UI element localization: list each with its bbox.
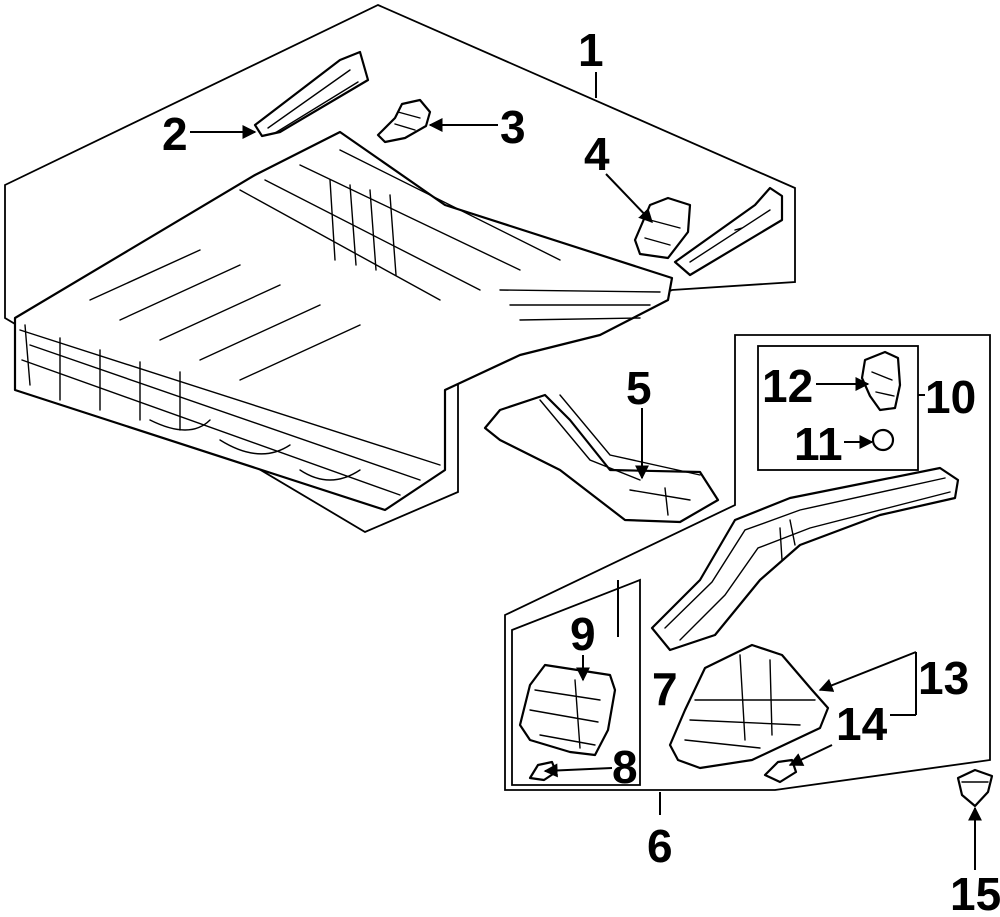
grommet-part-15[interactable] — [956, 768, 994, 808]
callout-14: 14 — [836, 698, 888, 750]
floor-rail-part-2[interactable] — [253, 50, 370, 138]
assembly-frame-6 — [504, 334, 991, 791]
callout-1: 1 — [578, 24, 604, 76]
callout-10: 10 — [925, 371, 976, 423]
bracket-part-4[interactable] — [633, 196, 692, 260]
plug-part-11[interactable] — [871, 428, 895, 452]
callout-8: 8 — [612, 741, 638, 793]
callout-2: 2 — [162, 108, 188, 160]
bracket-part-12[interactable] — [860, 350, 902, 412]
callout-13: 13 — [918, 652, 969, 704]
callout-5: 5 — [626, 362, 652, 414]
leader-lines — [190, 72, 982, 870]
callout-12: 12 — [762, 360, 813, 412]
callout-15: 15 — [950, 868, 1000, 917]
bracket-part-3[interactable] — [376, 98, 432, 144]
assembly-frame-10 — [757, 345, 919, 471]
callout-3: 3 — [500, 101, 526, 153]
bracket-part-9[interactable] — [518, 663, 617, 757]
floor-frame-part-5[interactable] — [483, 393, 720, 524]
rear-rail-part[interactable] — [673, 186, 784, 277]
callout-6: 6 — [647, 820, 673, 872]
assembly-frame-7 — [511, 578, 641, 786]
patch-part-14[interactable] — [763, 758, 798, 784]
callout-4: 4 — [584, 128, 610, 180]
floor-pan-part[interactable] — [13, 130, 674, 512]
callout-9: 9 — [570, 608, 596, 660]
callout-7: 7 — [652, 663, 678, 715]
callout-11: 11 — [794, 418, 843, 470]
callout-labels: 1 2 3 4 5 6 7 8 9 10 11 12 13 14 15 — [162, 24, 1000, 917]
rear-side-frame-part[interactable] — [650, 466, 960, 652]
extension-part-13[interactable] — [668, 643, 830, 770]
